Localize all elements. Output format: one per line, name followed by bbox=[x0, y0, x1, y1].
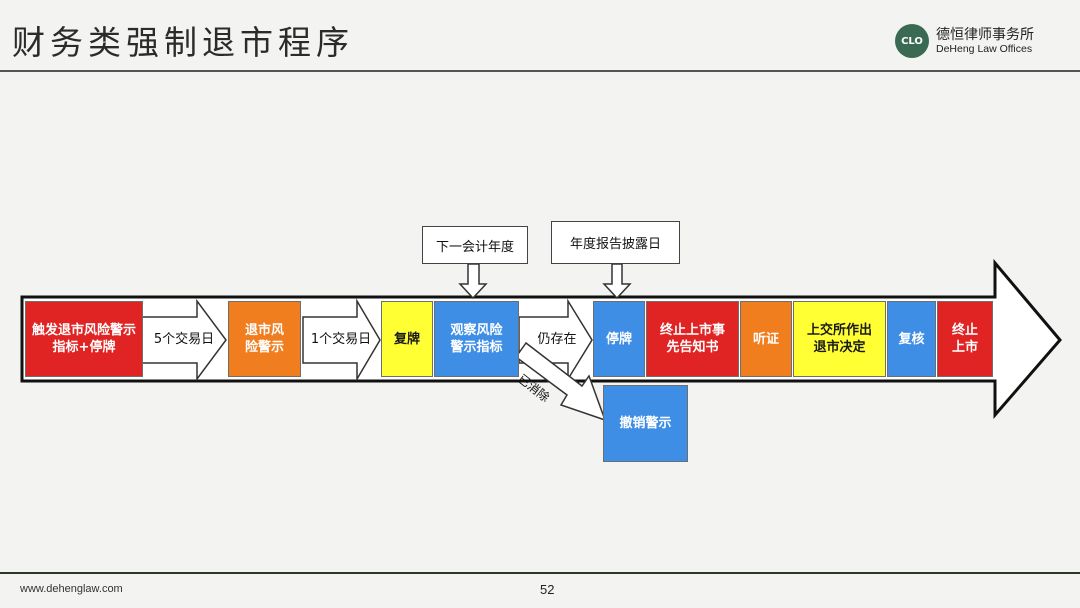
step-trigger-warning: 触发退市风险警示指标+停牌 bbox=[25, 301, 143, 377]
logo-name-en: DeHeng Law Offices bbox=[936, 43, 1033, 55]
callout-next-fiscal-year: 下一会计年度 bbox=[422, 226, 528, 264]
logo-emblem-icon: CLO bbox=[895, 24, 929, 58]
step-delisted: 终止上市 bbox=[937, 301, 993, 377]
header-divider bbox=[0, 70, 1080, 72]
step-revoke-warning: 撤销警示 bbox=[603, 385, 688, 462]
step-review: 复核 bbox=[887, 301, 936, 377]
logo-name-cn: 德恒律师事务所 bbox=[936, 27, 1034, 43]
connector-label-still-exists: 仍存在 bbox=[537, 332, 577, 347]
callout-annual-report-date: 年度报告披露日 bbox=[551, 221, 680, 264]
step-suspend-trading: 停牌 bbox=[593, 301, 645, 377]
step-prior-notice: 终止上市事先告知书 bbox=[646, 301, 739, 377]
connector-label-5-days: 5个交易日 bbox=[153, 332, 215, 347]
callout-arrow-1 bbox=[458, 263, 488, 300]
footer-divider bbox=[0, 572, 1080, 574]
page-number: 52 bbox=[540, 582, 555, 597]
connector-arrow-1 bbox=[141, 298, 227, 382]
step-resume-trading: 复牌 bbox=[381, 301, 433, 377]
callout-arrow-2 bbox=[602, 263, 632, 300]
step-observe-warning-indicators: 观察风险警示指标 bbox=[434, 301, 519, 377]
branch-arrow bbox=[514, 341, 607, 422]
footer-url[interactable]: www.dehenglaw.com bbox=[20, 583, 123, 595]
step-hearing: 听证 bbox=[740, 301, 792, 377]
firm-logo: CLO 德恒律师事务所 DeHeng Law Offices bbox=[895, 22, 1080, 62]
connector-label-1-day: 1个交易日 bbox=[310, 332, 372, 347]
connector-arrow-2 bbox=[302, 298, 381, 382]
step-sse-decision: 上交所作出退市决定 bbox=[793, 301, 886, 377]
step-delisting-risk-warning: 退市风险警示 bbox=[228, 301, 301, 377]
page-title: 财务类强制退市程序 bbox=[12, 23, 354, 62]
